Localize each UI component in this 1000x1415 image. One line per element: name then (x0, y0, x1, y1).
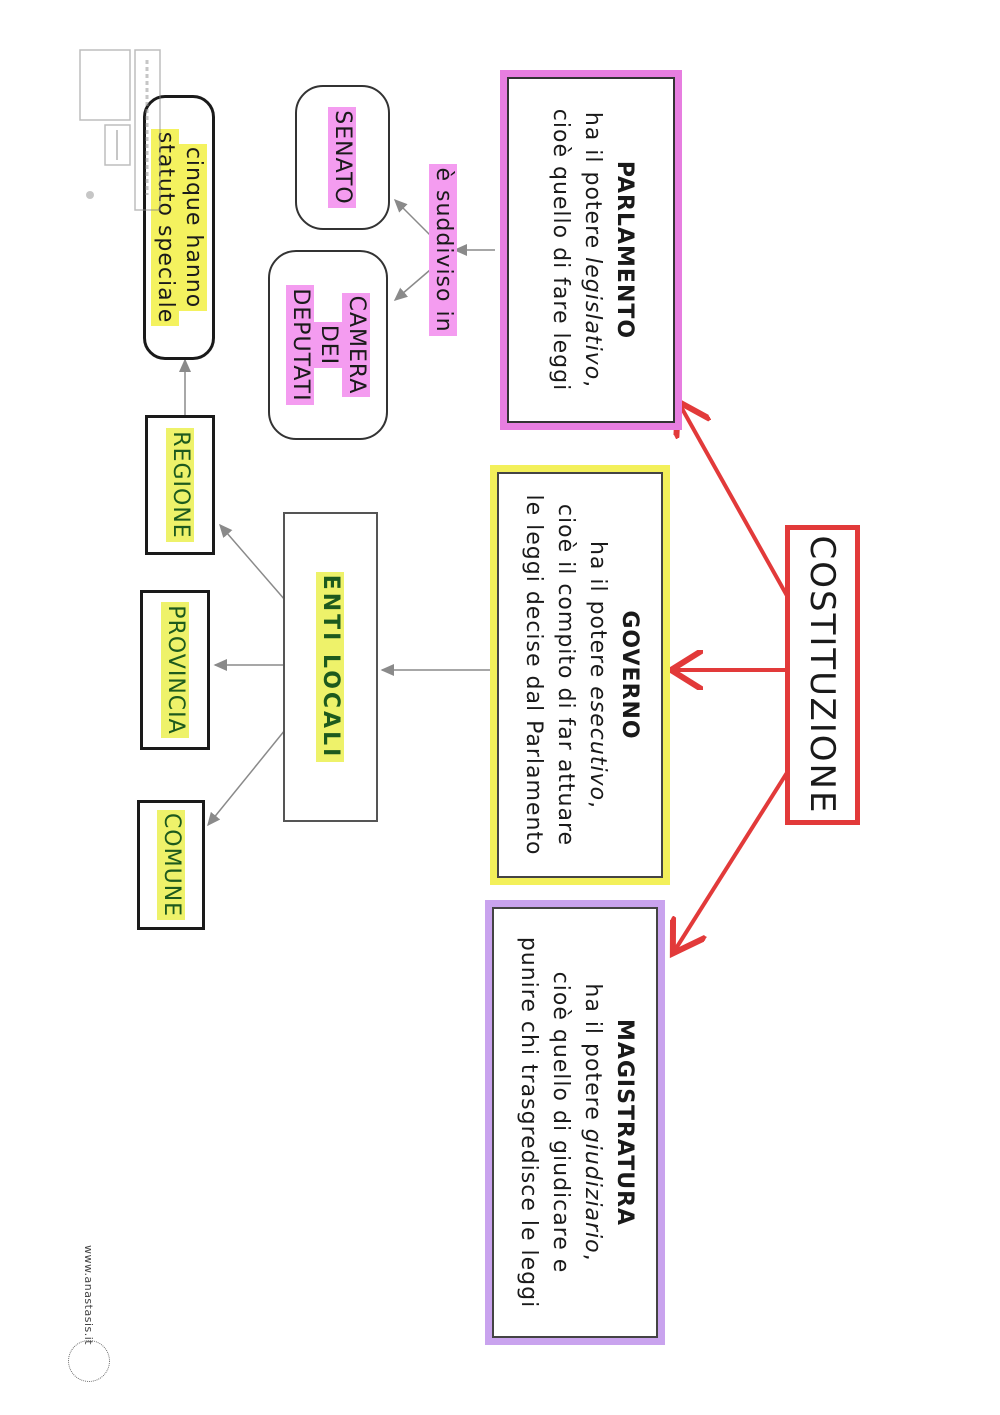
parlamento-desc-line2: cioè quello di fare leggi (548, 108, 574, 392)
senato-node: SENATO (295, 85, 390, 230)
arrow-costituzione-parlamento (680, 405, 797, 611)
parlamento-line1-em: legislativo (580, 257, 606, 381)
suddiviso-label-box: è suddiviso in (426, 150, 460, 350)
magistratura-desc-line1: ha il potere giudiziario, (577, 983, 609, 1261)
arrow-enti-comune (207, 729, 286, 827)
suddiviso-label: è suddiviso in (429, 164, 457, 336)
magistratura-node: MAGISTRATURA ha il potere giudiziario, c… (485, 900, 665, 1345)
costituzione-node: COSTITUZIONE (785, 525, 860, 825)
magistratura-line1-post: , (580, 1253, 606, 1262)
parlamento-line1-post: , (580, 380, 606, 389)
comune-label: COMUNE (157, 809, 185, 921)
governo-title: GOVERNO (617, 610, 643, 740)
governo-desc-line2: cioè il compito di far attuare (553, 503, 579, 847)
governo-line1-pre: ha il potere (585, 540, 611, 687)
arrow-suddiviso-camera (393, 269, 431, 301)
statuto-line1: cinque hanno (179, 143, 207, 312)
governo-desc-line3: le leggi decise dal Parlamento (521, 494, 547, 856)
parlamento-desc-line1: ha il potere legislativo, (577, 112, 609, 388)
magistratura-line1-pre: ha il potere (580, 983, 606, 1129)
arrow-costituzione-magistratura (675, 758, 797, 950)
magistratura-desc-line3: punire chi trasgredisce le leggi (516, 936, 542, 1309)
footer-url: www.anastasis.it (82, 1245, 95, 1346)
anastasis-logo-icon (68, 1340, 110, 1382)
arrow-suddiviso-senato (393, 198, 431, 236)
magistratura-line1-em: giudiziario (580, 1128, 606, 1254)
provincia-label: PROVINCIA (161, 602, 189, 738)
parlamento-line1-pre: ha il potere (580, 111, 606, 258)
school-stamp (79, 49, 161, 211)
enti-locali-label: ENTI LOCALI (316, 571, 345, 763)
camera-line3: DEPUTATI (286, 285, 314, 405)
costituzione-label: COSTITUZIONE (802, 535, 843, 815)
parlamento-node: PARLAMENTO ha il potere legislativo, cio… (500, 70, 682, 430)
camera-line1: CAMERA (342, 292, 370, 398)
governo-node: GOVERNO ha il potere esecutivo, cioè il … (490, 465, 670, 885)
enti-locali-node: ENTI LOCALI (283, 512, 378, 822)
regione-label: REGIONE (166, 428, 194, 542)
senato-label: SENATO (328, 107, 357, 208)
magistratura-desc-line2: cioè quello di giudicare e (548, 971, 574, 1274)
arrow-enti-regione (219, 523, 286, 601)
camera-node: CAMERA DEI DEPUTATI (268, 250, 388, 440)
provincia-node: PROVINCIA (140, 590, 210, 750)
parlamento-title: PARLAMENTO (612, 160, 638, 340)
governo-desc-line1: ha il potere esecutivo, (582, 541, 614, 809)
governo-line1-post: , (585, 801, 611, 810)
governo-line1-em: esecutivo (585, 686, 611, 802)
camera-line2: DEI (314, 321, 342, 369)
magistratura-title: MAGISTRATURA (612, 1018, 638, 1227)
regione-node: REGIONE (145, 415, 215, 555)
comune-node: COMUNE (137, 800, 205, 930)
